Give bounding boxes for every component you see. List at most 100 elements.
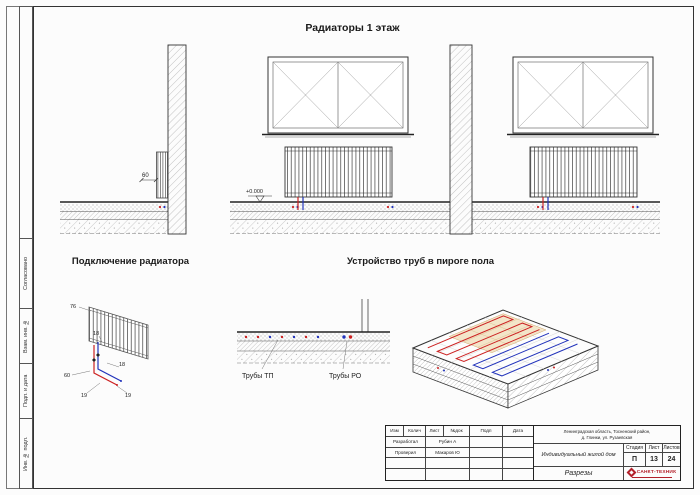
slab-pipe-loops [427, 315, 578, 377]
window-1 [262, 56, 414, 138]
sign-cell [470, 469, 503, 480]
wall-column-middle [449, 44, 473, 235]
date-cell [503, 469, 533, 480]
company-logo: САНКТ-ТЕХНИК [624, 467, 680, 480]
connection-pipes [92, 342, 122, 386]
sheet-inner-frame [33, 6, 694, 489]
radiator-small-left: 60 [139, 151, 168, 199]
pipe-loop-hot [427, 315, 540, 363]
project-location: Ленинградская область, Тосненский район,… [534, 426, 680, 444]
pipe-loop-cold [472, 332, 578, 377]
stage-value: П [624, 453, 646, 466]
location-line1: Ленинградская область, Тосненский район, [563, 429, 651, 435]
frame-strip-vzam: Взам. инв. № [19, 309, 33, 364]
title-block-middle: Индивидуальный жилой дом Стадия Лист Лис… [534, 444, 680, 467]
title-block: Изм Колич Лист №док Подп Дата Разработал… [385, 425, 681, 481]
date-cell [503, 448, 533, 458]
label-18a: 18 [93, 331, 99, 337]
wall-column-left [167, 44, 187, 235]
sign-cell [470, 458, 503, 469]
role-cell: Проверил [386, 447, 426, 458]
label-76: 76 [70, 304, 76, 310]
radiator-pipe-cold [342, 335, 346, 339]
name-cell: Макаров Ю [426, 447, 470, 458]
radiator-pipe-hot [348, 335, 353, 339]
label-18b: 18 [119, 362, 125, 368]
label-pipes-ro: Трубы РО [329, 372, 362, 380]
col-header: Дата [512, 428, 524, 434]
stage-sheet-table: Стадия Лист Листов П 13 24 [624, 444, 680, 466]
frame-strip-podp: Подп. и дата [19, 364, 33, 419]
title-floor-pipes: Устройство труб в пироге пола [346, 256, 495, 267]
role-cell [386, 458, 426, 469]
sheet-label: Лист [646, 444, 663, 452]
sheets-value: 24 [667, 456, 676, 463]
location-line2: д. Глинки, ул. Рузаевская [581, 434, 633, 440]
window-2 [507, 56, 659, 138]
sign-cell [470, 447, 503, 458]
sheet-value: 13 [646, 453, 663, 466]
frame-strip-inv: Инв. № подл. [19, 419, 33, 489]
logo-text: САНКТ-ТЕХНИК [636, 470, 677, 475]
col-header: Подп [470, 426, 503, 436]
sign-cell [470, 436, 503, 447]
detail-leaders [261, 339, 348, 370]
frame-strip-approved: Согласовано [19, 239, 33, 309]
logo-icon [626, 467, 637, 478]
drawing-radiator-connection: 76 18 60 18 19 19 [64, 304, 149, 399]
date-cell [503, 458, 533, 468]
radiator-isometric [88, 306, 149, 360]
dim-60-label: 60 [142, 173, 149, 179]
role-cell [386, 469, 426, 480]
col-header: №док [444, 426, 470, 436]
table-row [386, 469, 533, 480]
sheets-label: Листов [663, 445, 680, 451]
logo-underline [632, 477, 672, 478]
strip-label: Согласовано [23, 256, 29, 291]
table-row [386, 458, 533, 470]
col-header: Колич [404, 426, 426, 436]
slab-faces [412, 345, 599, 409]
drawing-radiators-section: 60 [60, 44, 660, 235]
stage-sheet-values: П 13 24 [624, 453, 680, 466]
stage-sheet-header: Стадия Лист Листов [624, 444, 680, 453]
radiator-1 [284, 146, 393, 210]
frame-strip-empty [19, 6, 33, 239]
strip-label: Подп. и дата [23, 374, 29, 408]
connection-labels: 76 18 60 18 19 19 [64, 304, 131, 399]
table-row: Изм Колич Лист №док Подп Дата [386, 426, 533, 437]
floor-layers [237, 331, 390, 364]
drawing-floor-pipe-section: Трубы ТП Трубы РО [237, 299, 390, 380]
connection-leaders [71, 306, 128, 394]
col-header: Изм [386, 426, 404, 436]
logo-row: САНКТ-ТЕХНИК [626, 467, 677, 478]
label-19b: 19 [125, 393, 131, 399]
col-header: Лист [426, 426, 444, 436]
stage-label: Стадия [624, 444, 646, 452]
role-cell: Разработал [386, 436, 426, 447]
name-cell [426, 469, 470, 480]
title-block-bottom: Разрезы САНКТ-ТЕХНИК [534, 467, 680, 480]
radiator-2 [529, 146, 638, 210]
date-cell [503, 437, 533, 447]
level-mark-label: +0.000 [246, 189, 263, 195]
name-cell: Рубин А [426, 436, 470, 447]
doc-title: Разрезы [534, 467, 624, 480]
name-cell [426, 458, 470, 469]
title-radiator-connection: Подключение радиатора [71, 256, 190, 267]
label-pipes-tp: Трубы ТП [242, 372, 274, 380]
title-block-revision-table: Изм Колич Лист №док Подп Дата Разработал… [386, 426, 534, 480]
title-block-right: Ленинградская область, Тосненский район,… [534, 426, 680, 480]
valve-icon [92, 358, 96, 362]
valve-icon [96, 353, 100, 357]
risers [361, 299, 369, 332]
label-60: 60 [64, 373, 70, 379]
title-radiators-floor1: Радиаторы 1 этаж [305, 22, 400, 34]
object-name: Индивидуальный жилой дом [534, 444, 624, 466]
level-mark: +0.000 [246, 189, 272, 203]
label-19a: 19 [81, 393, 87, 399]
floor-assembly-main [230, 201, 660, 234]
strip-label: Инв. № подл. [23, 436, 29, 471]
floor-assembly-left [60, 201, 185, 234]
